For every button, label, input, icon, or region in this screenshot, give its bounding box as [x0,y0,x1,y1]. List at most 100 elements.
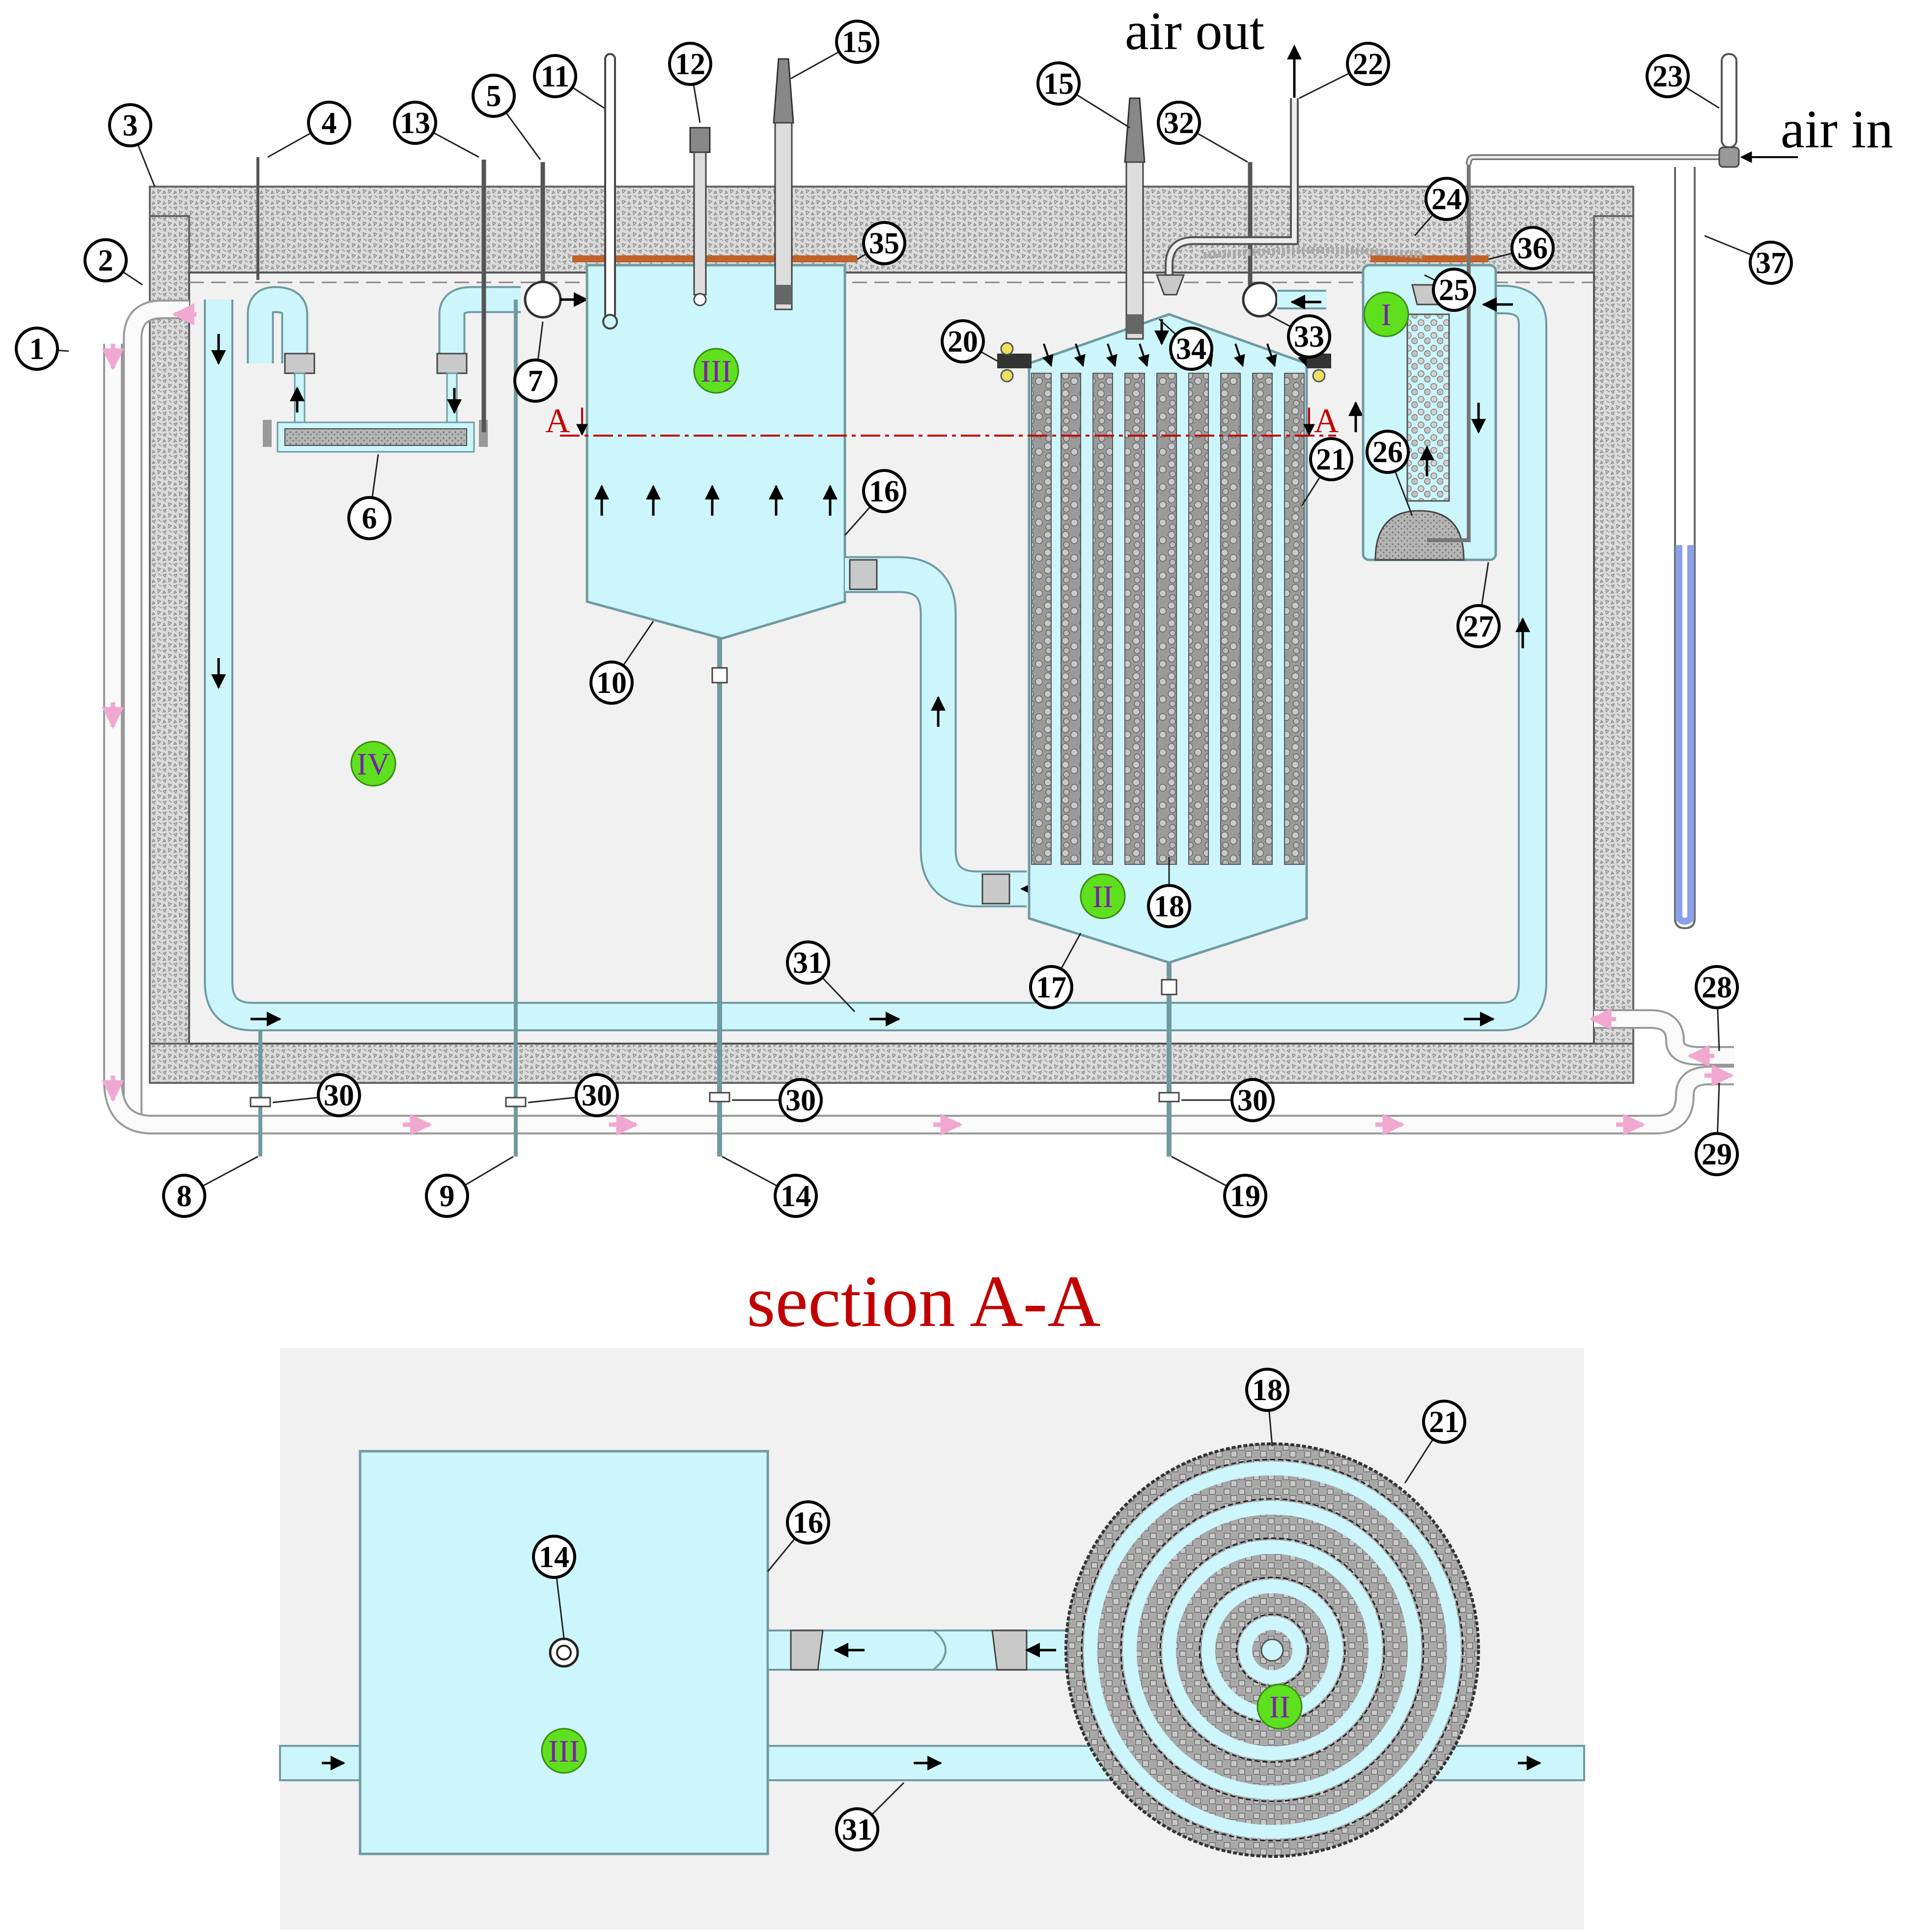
callout-14: 14 [532,1535,576,1638]
callout-24: 24 [1414,177,1469,236]
water-channel-ring [1123,1501,1422,1799]
callout-13: 13 [393,101,479,158]
svg-text:10: 10 [596,666,627,700]
svg-text:22: 22 [1353,48,1383,81]
packing-column [1124,373,1145,865]
zone-label: III [548,1734,580,1768]
zone-label: IV [357,746,390,781]
packing-column [1031,373,1052,865]
svg-text:18: 18 [1154,890,1184,923]
zone-badge [541,1728,587,1774]
section-title: section A-A [747,1261,1101,1342]
zone-label: III [700,354,732,388]
callout-8: 8 [162,1156,258,1218]
transfer-pipe [845,556,1027,908]
callout-31: 31 [786,940,856,1013]
svg-text:25: 25 [1439,274,1469,307]
packing-column [1284,373,1305,865]
svg-text:20: 20 [948,325,978,359]
section-drain-14 [549,1637,579,1668]
svg-text:7: 7 [528,364,543,398]
flow-arrow-icon [1233,343,1245,367]
svg-text:16: 16 [869,475,899,508]
drain-valves [250,1092,1180,1107]
section-biofilter-rings [1064,1442,1480,1858]
svg-text:6: 6 [362,502,377,535]
thermometer-icon [602,53,618,330]
callout-25: 25 [1424,268,1476,312]
callout-7: 7 [513,321,558,403]
flow-arrow-icon [1138,343,1149,367]
callout-14: 14 [722,1156,818,1218]
svg-text:36: 36 [1517,232,1548,265]
callout-28: 28 [1695,965,1739,1051]
air-out-pipe [1155,45,1302,296]
valve-icon [524,280,562,319]
svg-text:9: 9 [440,1180,455,1213]
heating-flow-arrow-icon [102,303,1734,1136]
zone-badge [693,348,739,394]
water-channel-ring [1084,1462,1461,1839]
svg-text:30: 30 [324,1079,354,1112]
flange-20 [997,342,1331,383]
svg-text:1: 1 [29,332,45,366]
svg-text:14: 14 [539,1541,569,1574]
callout-16: 16 [844,469,906,536]
packing-column [1092,373,1113,865]
water-channel-ring [1162,1540,1382,1760]
svg-text:31: 31 [842,1813,872,1847]
svg-text:13: 13 [400,107,430,140]
flow-arrow-icon [322,1643,1541,1770]
svg-text:12: 12 [675,48,705,81]
recirculation-pipe [204,285,1547,1031]
callout-22: 22 [1299,42,1390,99]
svg-text:19: 19 [1230,1180,1260,1213]
callout-35: 35 [857,221,906,265]
callout-30: 30 [732,1078,823,1122]
packing-column [1220,373,1241,865]
packing-column [1156,373,1177,865]
airlift-column [1203,162,1497,561]
callout-17: 17 [1029,933,1082,1009]
svg-text:30: 30 [582,1079,612,1112]
svg-text:27: 27 [1463,610,1494,643]
zone-label: II [1092,879,1114,914]
callout-15: 15 [1036,61,1130,129]
svg-text:23: 23 [1652,60,1683,93]
section-mark-right-label: A [1314,402,1339,440]
svg-text:15: 15 [1043,67,1074,101]
zone-label: II [1269,1689,1290,1724]
svg-text:31: 31 [793,946,823,980]
air-out-label: air out [1125,1,1264,61]
zone-badge [1363,291,1409,337]
flow-arrow-icon [1042,343,1054,367]
flow-arrow-icon [290,386,462,414]
svg-text:18: 18 [1252,1374,1283,1407]
callout-18: 18 [1245,1368,1289,1447]
callout-16: 16 [767,1500,830,1572]
callout-32: 32 [1157,101,1248,163]
callout-18: 18 [1147,857,1191,928]
callout-20: 20 [941,319,998,363]
callout-21: 21 [1404,1400,1466,1484]
packing-column [1061,373,1081,865]
section-mark-left-label: A [545,402,570,440]
callout-26: 26 [1366,430,1413,516]
svg-text:26: 26 [1372,436,1403,469]
heat-exchanger [247,286,521,453]
biofilter-packing-columns [1031,343,1309,865]
flow-arrow-icon [211,334,1530,1026]
svg-text:21: 21 [1316,443,1346,476]
callout-31: 31 [835,1782,905,1851]
electrode-icon [1124,97,1146,340]
electrode-icon [773,58,794,310]
svg-text:30: 30 [785,1084,816,1117]
flow-arrow-icon [1106,343,1118,367]
callout-6: 6 [347,454,391,540]
callout-5: 5 [472,74,541,160]
svg-text:28: 28 [1702,971,1732,1004]
svg-text:2: 2 [98,244,113,277]
callout-30: 30 [1181,1078,1275,1122]
svg-text:8: 8 [177,1180,192,1213]
